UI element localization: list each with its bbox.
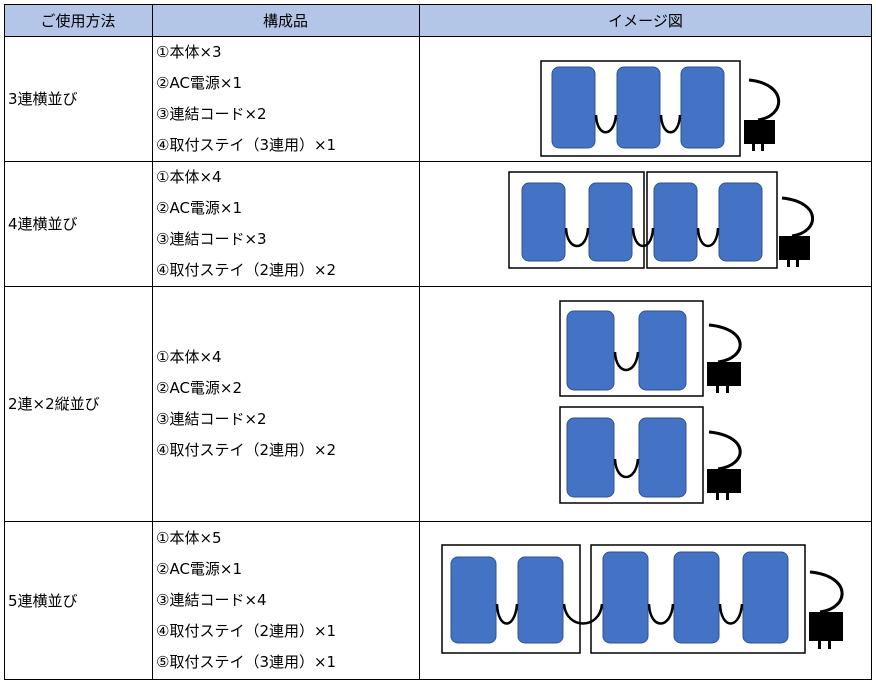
ac-adapter (707, 469, 741, 493)
ac-adapter (779, 236, 810, 260)
grid-line (4, 286, 872, 287)
grid-line (4, 36, 872, 37)
adapter-pin (787, 260, 790, 267)
component-item: ④取付ステイ（3連用）×1 (156, 135, 337, 154)
diagram-5-horizontal (441, 544, 844, 654)
component-item: ②AC電源×1 (156, 560, 243, 578)
header-usage: ご使用方法 (4, 4, 152, 36)
adapter-pin (796, 260, 799, 267)
mounting-bracket (646, 171, 778, 269)
component-item: ③連結コード×2 (156, 409, 267, 428)
diagram-2x2-vertical (559, 300, 742, 504)
mounting-bracket (508, 171, 645, 269)
grid-line (419, 4, 420, 680)
adapter-pin (818, 641, 821, 649)
component-item: ④取付ステイ（2連用）×2 (156, 440, 337, 459)
unit-body (638, 310, 687, 391)
components-cell: ①本体×4 ②AC電源×1 ③連結コード×3 ④取付ステイ（2連用）×2 (152, 161, 419, 286)
adapter-pin (828, 641, 831, 649)
grid-line (152, 4, 153, 680)
adapter-pin (761, 144, 764, 151)
component-item: ③連結コード×2 (156, 104, 267, 123)
link-cord (495, 603, 519, 625)
power-cord (748, 78, 781, 122)
component-item: ②AC電源×2 (156, 378, 243, 397)
component-item: ①本体×5 (156, 529, 222, 547)
unit-body (616, 66, 661, 149)
ac-adapter (809, 612, 843, 641)
adapter-pin (716, 386, 719, 393)
mounting-bracket (559, 300, 704, 397)
grid-line (4, 4, 5, 680)
adapter-pin (726, 386, 729, 393)
component-item: ③連結コード×3 (156, 229, 267, 248)
power-cord (708, 430, 742, 471)
unit-body (566, 417, 615, 498)
adapter-pin (726, 493, 729, 500)
unit-body (742, 551, 789, 644)
power-cord (781, 196, 814, 238)
grid-line (4, 4, 872, 5)
power-cord (809, 570, 844, 614)
header-components: 構成品 (152, 4, 419, 36)
grid-line (871, 4, 872, 680)
adapter-pin (752, 144, 755, 151)
ac-adapter (744, 120, 775, 144)
link-cord (659, 114, 682, 134)
unit-body (653, 182, 698, 262)
unit-body (551, 66, 596, 149)
link-cord (564, 227, 590, 248)
component-item: ④取付ステイ（2連用）×2 (156, 260, 337, 279)
unit-body (517, 556, 564, 644)
components-cell: ①本体×5 ②AC電源×1 ③連結コード×4 ④取付ステイ（2連用）×1 ⑤取付… (152, 521, 419, 680)
components-cell: ①本体×4 ②AC電源×2 ③連結コード×2 ④取付ステイ（2連用）×2 (152, 286, 419, 521)
unit-body (602, 551, 649, 644)
mounting-bracket (441, 544, 581, 654)
usage-cell: 3連横並び (8, 90, 78, 108)
mounting-bracket (590, 544, 806, 654)
link-cord (718, 603, 744, 625)
unit-body (521, 182, 566, 262)
usage-cell: 2連×2縦並び (8, 395, 100, 413)
component-item: ④取付ステイ（2連用）×1 (156, 622, 337, 640)
component-item: ①本体×3 (156, 42, 222, 61)
usage-cell: 5連横並び (8, 592, 78, 610)
link-cord (647, 603, 675, 625)
usage-cell: 4連横並び (8, 215, 78, 233)
mounting-bracket (540, 60, 741, 157)
diagram-4-horizontal (508, 171, 814, 269)
unit-body (673, 551, 720, 644)
header-image: イメージ図 (419, 4, 872, 36)
unit-body (450, 556, 497, 644)
power-cord (708, 323, 742, 364)
component-item: ①本体×4 (156, 347, 222, 366)
component-item: ②AC電源×1 (156, 198, 243, 217)
grid-line (4, 679, 872, 680)
unit-body (566, 310, 615, 391)
unit-body (638, 417, 687, 498)
link-cord (613, 458, 640, 479)
component-item: ③連結コード×4 (156, 591, 267, 609)
component-item: ①本体×4 (156, 167, 222, 186)
ac-adapter (707, 362, 741, 386)
unit-body (588, 182, 633, 262)
link-cord (594, 114, 618, 134)
grid-line (4, 161, 872, 162)
mounting-bracket (559, 406, 704, 504)
unit-body (680, 66, 725, 149)
link-cord (613, 351, 640, 372)
components-cell: ①本体×3 ②AC電源×1 ③連結コード×2 ④取付ステイ（3連用）×1 (152, 36, 419, 161)
link-cord (696, 227, 720, 248)
grid-line (4, 521, 872, 522)
link-cord (562, 603, 604, 625)
link-cord (631, 227, 655, 248)
component-item: ⑤取付ステイ（3連用）×1 (156, 653, 337, 671)
diagram-3-horizontal (540, 60, 781, 157)
adapter-pin (716, 493, 719, 500)
component-item: ②AC電源×1 (156, 73, 243, 92)
unit-body (718, 182, 763, 262)
product-table: ご使用方法 構成品 イメージ図 3連横並び ①本体×3 ②AC電源×1 ③連結コ… (4, 4, 872, 680)
